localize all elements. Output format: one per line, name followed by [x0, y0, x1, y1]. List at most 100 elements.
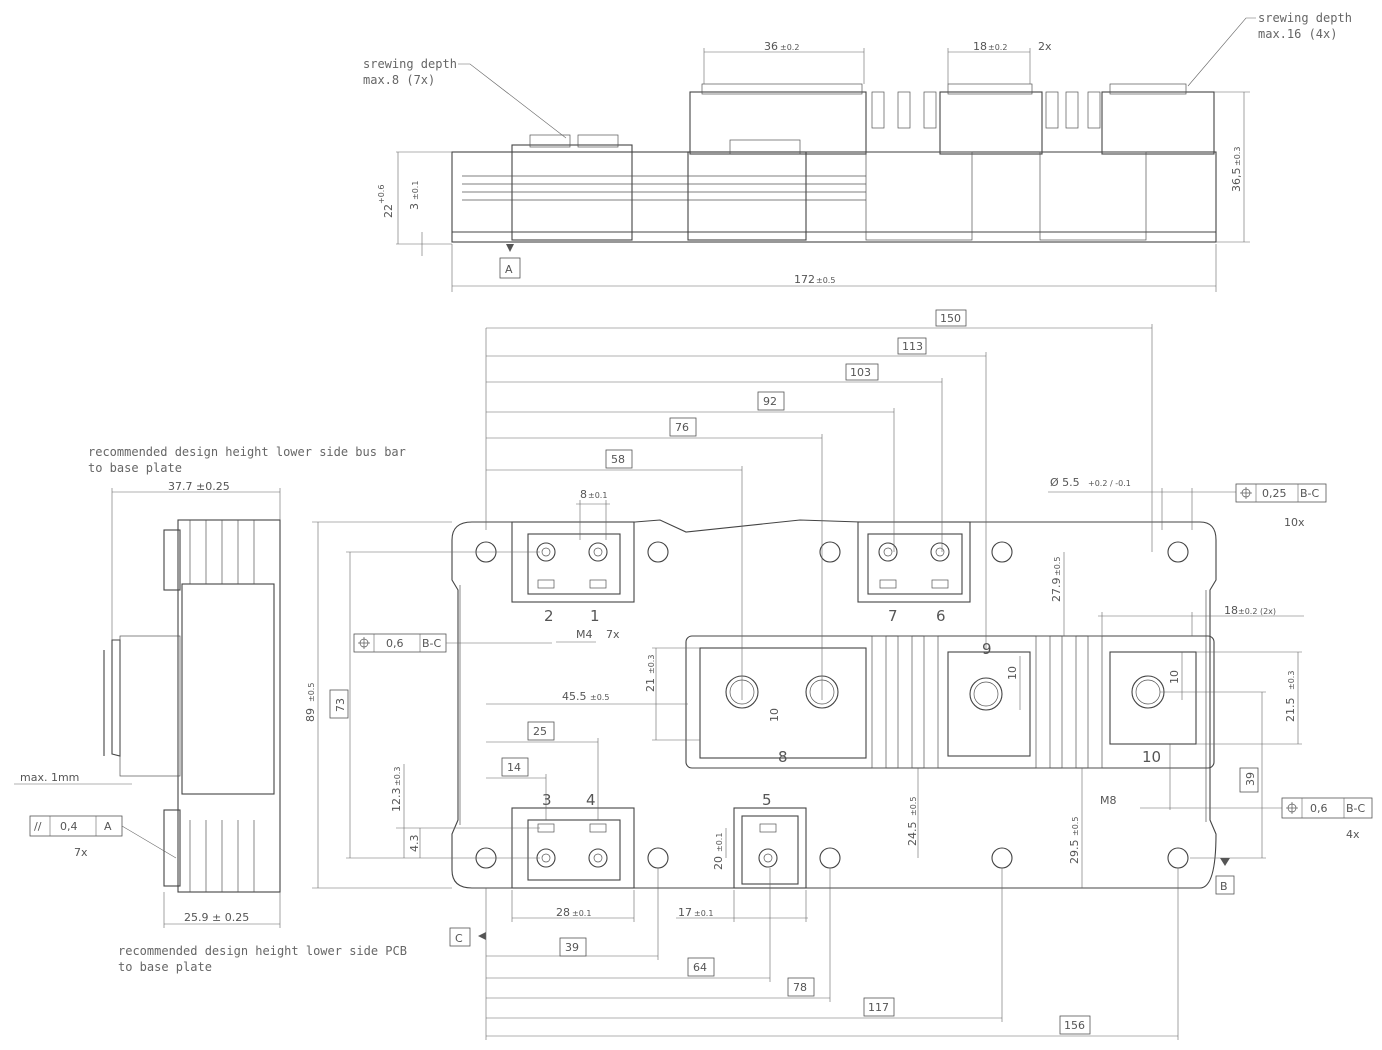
dim-10-a: 10 — [768, 708, 781, 722]
dim-25: 25 — [533, 725, 547, 738]
terminal-5: 5 — [762, 791, 772, 809]
top-view-housing-left — [511, 144, 633, 241]
tol-24-5: ±0.5 — [909, 797, 918, 816]
parallel-datum: A — [104, 820, 112, 833]
dim-28: 28 — [556, 906, 570, 919]
tol-89: ±0.5 — [307, 683, 316, 702]
dim-29-5: 29.5 — [1068, 840, 1081, 865]
dim-10-c: 10 — [1168, 670, 1181, 684]
dim-103: 103 — [850, 366, 871, 379]
dim-14: 14 — [507, 761, 521, 774]
note-screwing-right-1: srewing depth — [1258, 11, 1352, 25]
dim-21: 21 — [644, 678, 657, 692]
parallel-value: 0,4 — [60, 820, 78, 833]
tol-frame-right-datum: B-C — [1346, 802, 1366, 815]
dim-156: 156 — [1064, 1019, 1085, 1032]
note-pcb-1: recommended design height lower side PCB — [118, 944, 407, 958]
dim-113: 113 — [902, 340, 923, 353]
terminal-7: 7 — [888, 607, 898, 625]
top-view-housing-mid — [687, 151, 807, 241]
label-hole-tolerance: +0.2 / -0.1 — [1088, 479, 1131, 488]
label-hole-diameter: Ø 5.5 — [1050, 476, 1080, 489]
terminal-9: 9 — [982, 640, 992, 658]
tol-21-5: ±0.3 — [1287, 671, 1296, 690]
dim-3: 3 — [408, 203, 421, 210]
label-m4-count: 7x — [606, 628, 620, 641]
dim-21-5: 21.5 — [1284, 698, 1297, 723]
dim-92: 92 — [763, 395, 777, 408]
dim-39: 39 — [565, 941, 579, 954]
dim-12-3: 12.3 — [390, 788, 403, 813]
terminal-6: 6 — [936, 607, 946, 625]
dim-18: 18 — [973, 40, 987, 53]
tol-172: ±0.5 — [816, 276, 835, 285]
note-pcb-2: to base plate — [118, 960, 212, 974]
dim-73: 73 — [334, 698, 347, 712]
top-view-tall-housing — [689, 91, 867, 155]
note-screwing-left-1: srewing depth — [363, 57, 457, 71]
side-view: 37.7 ±0.25 25.9 ± 0.25 max. 1mm // 0,4 A… — [14, 445, 407, 974]
tol-12-3: ±0.3 — [393, 767, 402, 786]
tol-frame-top-value: 0,25 — [1262, 487, 1287, 500]
label-m8: M8 — [1100, 794, 1117, 807]
dim-27-9: 27.9 — [1050, 578, 1063, 603]
dim-4-3: 4.3 — [408, 835, 421, 853]
note-bus-bar-2: to base plate — [88, 461, 182, 475]
dim-89: 89 — [304, 708, 317, 722]
tol-36-5: ±0.3 — [1233, 147, 1242, 166]
dim-24-5: 24.5 — [906, 822, 919, 847]
dim-64: 64 — [693, 961, 707, 974]
note-screwing-left-2: max.8 (7x) — [363, 73, 435, 87]
tol-20: ±0.1 — [715, 833, 724, 852]
dim-10-b: 10 — [1006, 666, 1019, 680]
dim-18-2x: 18 — [1224, 604, 1238, 617]
terminal-8: 8 — [778, 748, 788, 766]
tol-21: ±0.3 — [647, 655, 656, 674]
dim-22: 22 — [382, 204, 395, 218]
dim-8: 8 — [580, 488, 587, 501]
dim-117: 117 — [868, 1001, 889, 1014]
label-7x: 7x — [74, 846, 88, 859]
dim-36-5: 36,5 — [1230, 168, 1243, 193]
dim-25-9: 25.9 ± 0.25 — [184, 911, 249, 924]
dim-2x: 2x — [1038, 40, 1052, 53]
dim-76: 76 — [675, 421, 689, 434]
tol-18: ±0.2 — [988, 43, 1007, 52]
tol-36: ±0.2 — [780, 43, 799, 52]
tol-27-9: ±0.5 — [1053, 557, 1062, 576]
dim-150: 150 — [940, 312, 961, 325]
dim-37-7: 37.7 ±0.25 — [168, 480, 230, 493]
dim-78: 78 — [793, 981, 807, 994]
terminal-10: 10 — [1142, 748, 1161, 766]
main-view: 2 1 7 6 8 9 10 3 4 5 150 113 103 92 76 — [304, 309, 1373, 1040]
label-10x: 10x — [1284, 516, 1305, 529]
dim-36: 36 — [764, 40, 778, 53]
dim-39-vertical: 39 — [1244, 772, 1257, 786]
label-max-1mm: max. 1mm — [20, 771, 79, 784]
parallel-symbol: // — [34, 820, 42, 833]
top-view: 36 ±0.2 18 ±0.2 2x 22 +0.6 3 ±0.1 36,5 ±… — [363, 11, 1352, 292]
tol-45-5: ±0.5 — [590, 693, 609, 702]
note-screwing-right-2: max.16 (4x) — [1258, 27, 1337, 41]
dim-20: 20 — [712, 856, 725, 870]
label-m4: M4 — [576, 628, 593, 641]
main-view-outline — [451, 519, 1217, 889]
tol-8: ±0.1 — [588, 491, 607, 500]
tol-28: ±0.1 — [572, 909, 591, 918]
tol-22-upper: +0.6 — [377, 185, 386, 204]
label-4x: 4x — [1346, 828, 1360, 841]
dim-17: 17 — [678, 906, 692, 919]
tol-frame-left-value: 0,6 — [386, 637, 404, 650]
note-bus-bar-1: recommended design height lower side bus… — [88, 445, 406, 459]
terminal-1: 1 — [590, 607, 600, 625]
terminal-4: 4 — [586, 791, 596, 809]
tol-frame-right-value: 0,6 — [1310, 802, 1328, 815]
datum-c-label: C — [455, 932, 463, 945]
tol-frame-top-datum: B-C — [1300, 487, 1320, 500]
dim-58: 58 — [611, 453, 625, 466]
tol-17: ±0.1 — [694, 909, 713, 918]
tol-18-2x: ±0.2 (2x) — [1238, 607, 1276, 616]
terminal-2: 2 — [544, 607, 554, 625]
tol-3: ±0.1 — [411, 181, 420, 200]
